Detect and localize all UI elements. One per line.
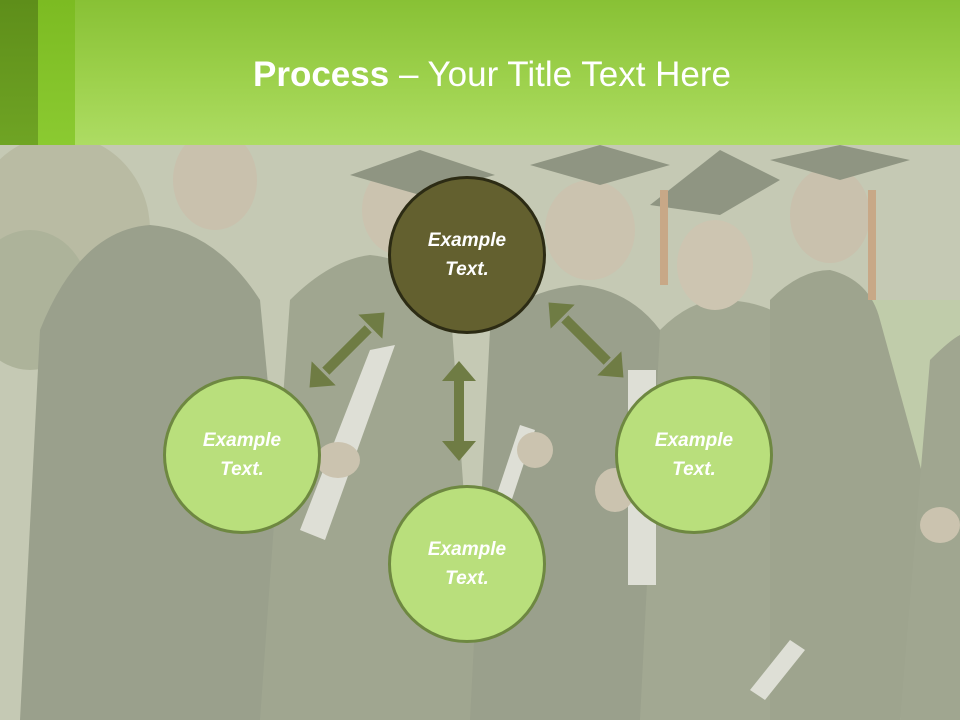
arrow-top-left [309,312,385,388]
slide-title[interactable]: Process – Your Title Text Here [0,54,960,96]
process-node-right[interactable]: Example Text. [615,376,773,534]
arrow-top-bottom [442,361,476,461]
node-label: Example Text. [427,539,507,589]
process-node-top[interactable]: Example Text. [388,176,546,334]
node-label: Example Text. [427,230,507,280]
title-text: – Your Title Text Here [389,55,731,94]
accent-strip-light [38,0,75,145]
process-node-left[interactable]: Example Text. [163,376,321,534]
accent-strip-dark [0,0,38,145]
title-bar: Process – Your Title Text Here [0,0,960,145]
process-node-bottom[interactable]: Example Text. [388,485,546,643]
arrow-top-right [548,302,624,378]
title-keyword: Process [253,55,390,94]
node-label: Example Text. [654,430,734,480]
node-label: Example Text. [202,430,282,480]
